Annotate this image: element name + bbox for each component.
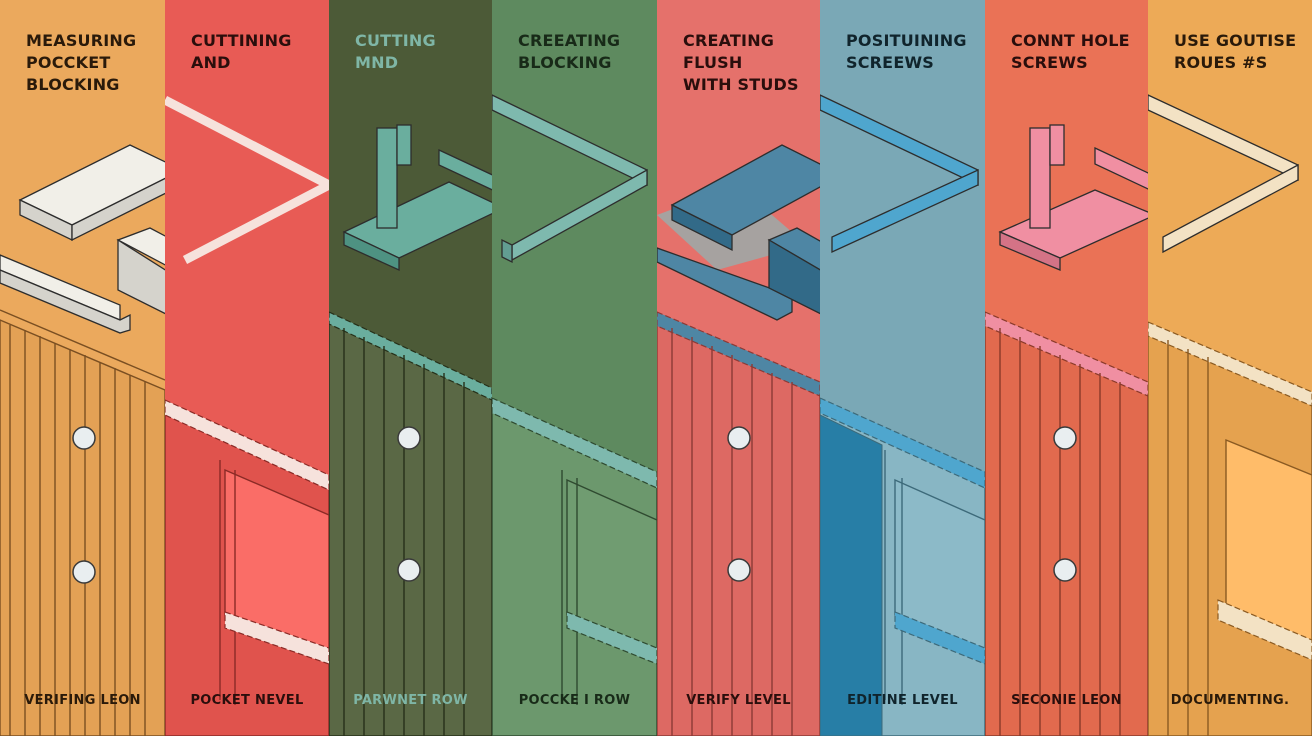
panel-illustration [657, 0, 820, 736]
drill-jig-drawing [342, 124, 492, 272]
l-shaped-rail-drawing [492, 94, 648, 264]
wall-panel-drawing [329, 311, 492, 736]
drill-jig-drawing [998, 124, 1148, 271]
l-shaped-rail-drawing [1148, 94, 1299, 254]
panel-illustration [1148, 0, 1312, 736]
wall-framing-drawing [657, 311, 820, 736]
blocking-pieces-drawing [657, 144, 820, 321]
step-caption: DOCUMENTING. [1170, 693, 1290, 708]
l-shaped-rail-drawing [820, 94, 979, 254]
wall-framing-drawing [985, 311, 1148, 736]
step-caption: EDITINE LEVEL [847, 693, 958, 708]
panel-illustration [985, 0, 1148, 736]
blocking-board-drawing [0, 144, 165, 334]
step-caption: POCCKE ı ROW [518, 693, 631, 708]
wall-frame-opening-drawing [165, 399, 329, 736]
panel-illustration [0, 0, 165, 736]
panel-illustration [820, 0, 985, 736]
step-caption: PARWNET ROW [353, 693, 468, 708]
panel-illustration [492, 0, 657, 736]
chalk-guide-line [165, 96, 329, 264]
bolt-markers [727, 426, 751, 582]
step-caption: VERIFING LEON [24, 693, 141, 708]
wall-frame-opening-drawing [820, 397, 985, 736]
step-caption: POCKET NEVEL [190, 693, 304, 708]
wall-frame-opening-drawing [492, 397, 657, 736]
bolt-markers [72, 426, 96, 584]
panel-illustration [329, 0, 492, 736]
wall-frame-drawing [1148, 321, 1312, 736]
bolt-markers [397, 426, 421, 582]
step-caption: SECONIE LEON [1011, 693, 1122, 708]
wall-framing-drawing [0, 309, 165, 736]
bolt-markers [1053, 426, 1077, 582]
panel-illustration [165, 0, 329, 736]
step-caption: VERIFY LEVEL [686, 693, 791, 708]
